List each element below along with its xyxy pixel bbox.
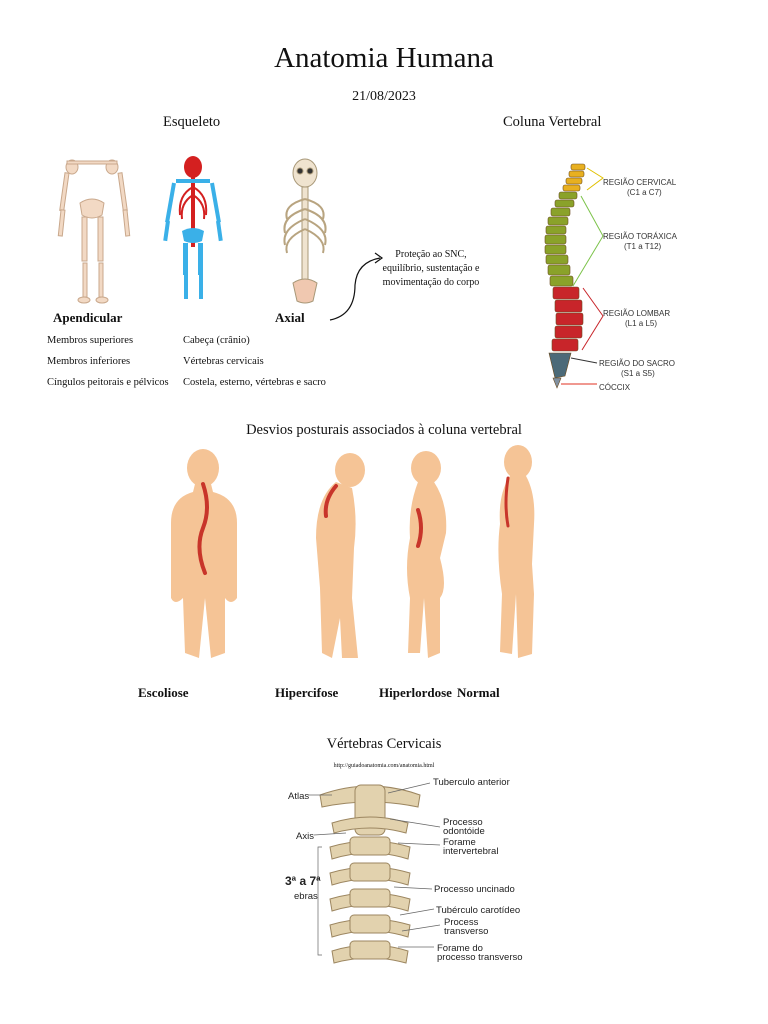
label-normal: Normal bbox=[457, 685, 500, 700]
label-range-sub: ebras bbox=[294, 891, 318, 902]
vertebral-column-image bbox=[544, 163, 604, 389]
label-coccyx: CÓCCIX bbox=[599, 383, 631, 392]
note-line-3: movimentação do corpo bbox=[382, 277, 480, 288]
skeleton-heading: Esqueleto bbox=[163, 114, 221, 130]
normal-posture-figure bbox=[498, 445, 535, 658]
postural-heading: Desvios posturais associados à coluna ve… bbox=[246, 422, 522, 438]
note-arrow bbox=[329, 252, 384, 321]
label-forame-do: Forame do bbox=[437, 943, 483, 954]
axial-skeleton-image bbox=[283, 158, 327, 304]
hyperkyphosis-figure bbox=[316, 453, 365, 658]
note-line-2: equilíbrio, sustentação e bbox=[382, 263, 480, 274]
hyperlordosis-figure bbox=[407, 451, 447, 658]
note-line-1: Proteção ao SNC, bbox=[395, 249, 467, 260]
apendicular-item-2: Membros inferiores bbox=[47, 356, 131, 367]
label-hiperlordose: Hiperlordose bbox=[379, 685, 452, 700]
cervical-labels: Atlas Axis 3ª a 7ª ebras Tuberculo anter… bbox=[285, 777, 523, 963]
spine-region-labels: REGIÃO CERVICAL (C1 a C7) REGIÃO TORÁXIC… bbox=[599, 178, 678, 392]
cervical-vertebrae-image bbox=[319, 784, 421, 964]
label-hipercifose: Hipercifose bbox=[275, 685, 339, 700]
label-cervical-range: (C1 a C7) bbox=[627, 188, 662, 197]
label-tuberculo-anterior: Tuberculo anterior bbox=[433, 777, 510, 788]
label-range: 3ª a 7ª bbox=[285, 874, 321, 888]
full-skeleton-colored-image bbox=[163, 156, 223, 299]
label-sacrum: REGIÃO DO SACRO bbox=[599, 359, 675, 368]
axial-item-3: Costela, esterno, vértebras e sacro bbox=[183, 377, 326, 388]
label-thoracic-range: (T1 a T12) bbox=[624, 242, 662, 251]
label-lumbar-range: (L1 a L5) bbox=[625, 319, 657, 328]
page-date: 21/08/2023 bbox=[352, 89, 416, 104]
axial-item-2: Vértebras cervicais bbox=[183, 356, 264, 367]
cervical-heading: Vértebras Cervicais bbox=[326, 736, 442, 752]
axial-function-note: Proteção ao SNC, equilíbrio, sustentação… bbox=[375, 248, 487, 290]
label-intervertebral: intervertebral bbox=[443, 846, 498, 857]
label-process: Process bbox=[444, 917, 479, 928]
label-tuberculo-carotideo: Tubérculo carotídeo bbox=[436, 905, 520, 916]
label-lumbar: REGIÃO LOMBAR bbox=[603, 309, 670, 318]
label-axis: Axis bbox=[296, 831, 314, 842]
scoliosis-figure bbox=[171, 449, 237, 658]
appendicular-skeleton-image bbox=[57, 159, 131, 304]
apendicular-item-3: Cíngulos peitorais e pélvicos bbox=[47, 377, 169, 388]
label-odontoide: odontóide bbox=[443, 826, 485, 837]
apendicular-item-1: Membros superiores bbox=[47, 335, 134, 346]
label-processo-uncinado: Processo uncinado bbox=[434, 884, 515, 895]
page-title: Anatomia Humana bbox=[274, 42, 494, 74]
label-forame: Forame bbox=[443, 837, 476, 848]
label-sacrum-range: (S1 a S5) bbox=[621, 369, 655, 378]
axial-label: Axial bbox=[275, 310, 305, 325]
label-processo: Processo bbox=[443, 817, 483, 828]
label-transverso: transverso bbox=[444, 926, 488, 937]
label-cervical: REGIÃO CERVICAL bbox=[603, 178, 677, 187]
label-thoracic: REGIÃO TORÁXICA bbox=[603, 232, 678, 241]
label-atlas: Atlas bbox=[288, 791, 309, 802]
apendicular-label: Apendicular bbox=[53, 310, 123, 325]
spine-heading: Coluna Vertebral bbox=[503, 114, 602, 130]
label-escoliose: Escoliose bbox=[138, 685, 189, 700]
axial-item-1: Cabeça (crânio) bbox=[183, 335, 250, 346]
label-processo-transverso: processo transverso bbox=[437, 952, 523, 963]
cervical-source-url: http://guiadoanatomia.com/anatomia.html bbox=[333, 763, 435, 769]
